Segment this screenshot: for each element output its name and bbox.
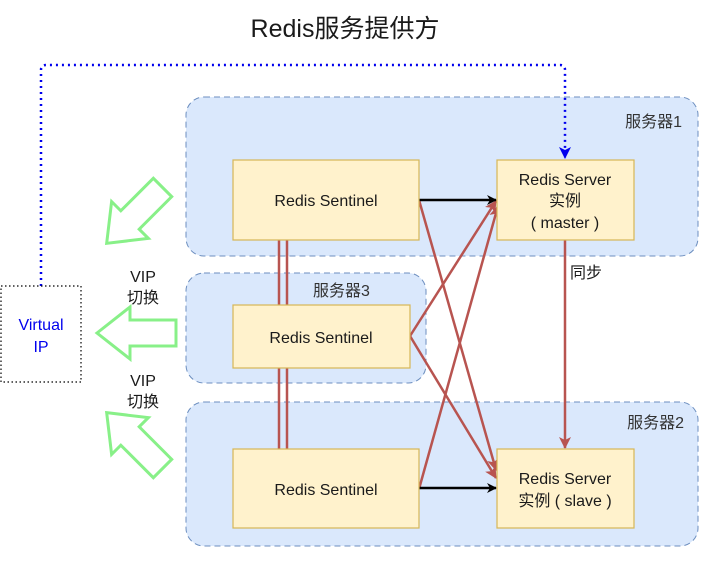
master-node[interactable]: Redis Server 实例 ( master ) (496, 159, 635, 241)
server1-label: 服务器1 (625, 113, 682, 131)
sentinel2-to-master-link (417, 205, 501, 490)
sentinel1-node[interactable]: Redis Sentinel (232, 159, 420, 241)
vip-switch-label-1-line2: 切换 (127, 289, 159, 307)
sentinel1-to-slave-link (417, 199, 499, 471)
sync-label: 同步 (570, 264, 602, 282)
virtual-ip-label-line2: IP (33, 339, 48, 356)
diagram-title: Redis服务提供方 (251, 15, 440, 43)
vip-switch-arrow-up-left-icon (104, 410, 174, 480)
master-label-line2: 实例 (549, 192, 581, 210)
vip-switch-arrow-left-icon (94, 303, 178, 363)
virtual-ip-node[interactable]: Virtual IP (0, 285, 82, 383)
sentinel3-label: Redis Sentinel (269, 330, 372, 347)
sentinel1-label: Redis Sentinel (274, 193, 377, 210)
vip-switch-label-1-line1: VIP (130, 269, 156, 286)
vip-to-master-link (39, 63, 571, 286)
slave-node[interactable]: Redis Server 实例 ( slave ) (496, 448, 635, 529)
server2-label: 服务器2 (627, 414, 684, 432)
sentinel2-label: Redis Sentinel (274, 482, 377, 499)
server3-label: 服务器3 (313, 282, 370, 300)
sentinel2-node[interactable]: Redis Sentinel (232, 448, 420, 529)
sentinel3-to-master-link (408, 200, 498, 337)
sentinel3-to-slave-link (408, 335, 498, 479)
vip-switch-label-2-line2: 切换 (127, 393, 159, 411)
slave-label-line1: Redis Server (519, 471, 612, 488)
master-label-line1: Redis Server (519, 172, 612, 189)
master-label-line3: ( master ) (531, 215, 599, 232)
virtual-ip-label-line1: Virtual (18, 317, 63, 334)
vip-switch-label-2-line1: VIP (130, 373, 156, 390)
slave-label-line2: 实例 ( slave ) (518, 492, 611, 510)
sentinel-monitor-links (408, 199, 571, 490)
vip-switch-arrow-down-left-icon (104, 176, 174, 246)
sentinel3-node[interactable]: Redis Sentinel (232, 304, 411, 369)
